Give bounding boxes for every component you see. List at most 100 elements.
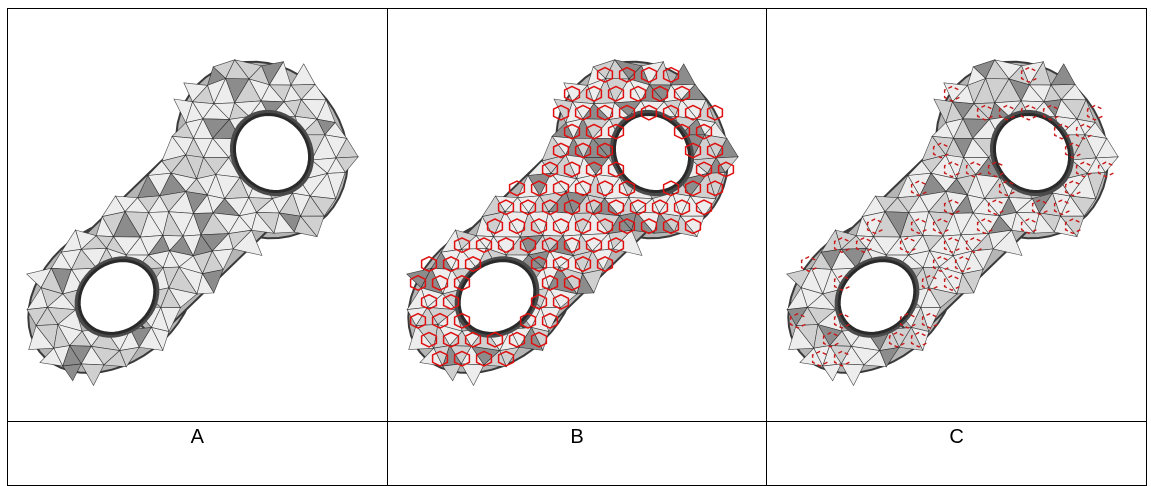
overlay-cell [574,104,592,121]
overlay-cell [541,199,559,216]
overlay-cell [409,274,427,292]
overlay-cell [442,331,460,348]
overlay-cell [464,331,482,348]
mesh-a-icon [26,59,360,387]
figure-grid: A B C [7,8,1147,486]
panel-a-cell [7,8,388,422]
overlay-cell [563,123,581,140]
panel-label-a: A [190,426,204,448]
overlay-cell [541,237,559,254]
overlay-cell [684,142,702,159]
overlay-cell [607,85,625,102]
overlay-cell [640,218,658,235]
overlay-cell [596,255,614,273]
overlay-cell [585,199,603,216]
overlay-cell [464,255,482,273]
overlay-cell [530,218,548,235]
overlay-cell [574,142,592,159]
overlay-cell [607,199,625,216]
overlay-cell [662,104,680,121]
label-cell-c: C [766,421,1147,486]
overlay-cell [431,350,449,367]
overlay-cell [684,104,702,121]
surface-shape [785,59,1119,387]
overlay-cell [596,66,614,83]
overlay-cell [662,218,680,235]
overlay-cell [607,161,625,178]
overlay-cell [651,199,669,216]
overlay-cell [453,350,471,367]
overlay-cell [530,293,548,310]
overlay-cell [673,85,691,102]
overlay-cell [420,293,438,310]
overlay-cell [596,142,614,159]
overlay-cell [508,180,526,197]
overlay-cell [596,218,614,235]
overlay-cell [453,237,471,254]
overlay-cell [442,293,460,310]
overlay-cell [651,85,669,102]
overlay-cell [596,180,614,197]
overlay-cell [629,85,647,102]
overlay-cell [629,199,647,216]
overlay-cell [717,161,735,178]
overlay-cell [552,255,570,273]
overlay-cell [497,237,515,254]
overlay-cell [618,104,636,121]
overlay-cell [607,123,625,140]
overlay-cell [563,85,581,102]
mesh-c-icon [785,59,1119,387]
overlay-cell [409,312,427,329]
panel-label-b: B [570,426,584,448]
overlay-cell [618,66,636,83]
overlay-cell [585,237,603,254]
overlay-cell [442,255,460,273]
overlay-cell [541,161,559,178]
overlay-cell [684,180,702,197]
overlay-cell [541,312,559,329]
overlay-cell [453,274,471,292]
mesh-b-icon [406,59,739,387]
label-cell-b: B [386,421,768,486]
overlay-cell [420,331,438,348]
label-cell-a: A [7,421,388,486]
overlay-cell [640,104,658,121]
overlay-cell [695,123,713,140]
label-row: A B C [7,421,1147,486]
overlay-cell [530,331,548,348]
overlay-cell [497,199,515,216]
overlay-cell [618,180,636,197]
overlay-cell [574,180,592,197]
overlay-cell [486,331,504,348]
overlay-cell [486,218,504,235]
overlay-cell [541,274,559,292]
panel-label-c: C [949,426,964,448]
surface-shape [406,59,739,387]
overlay-cell [585,123,603,140]
overlay-cell [552,180,570,197]
overlay-cell [475,237,493,254]
overlay-cell [585,161,603,178]
overlay-cell [695,199,713,216]
surface-shape [26,59,360,387]
dual-graph-overlay [409,66,735,367]
overlay-cell [508,218,526,235]
overlay-cell [552,142,570,159]
overlay-cell [552,293,570,310]
overlay-cell [431,312,449,329]
overlay-cell [706,142,724,159]
overlay-cell [607,237,625,254]
overlay-cell [684,218,702,235]
overlay-cell [706,104,724,121]
overlay-cell [552,104,570,121]
overlay-cell [673,199,691,216]
overlay-cell [497,350,515,367]
overlay-cell [574,218,592,235]
overlay-cell [519,312,537,329]
overlay-cell [563,274,581,292]
overlay-cell [530,255,548,273]
overlay-cell [420,255,438,273]
panel-b-cell [386,8,768,422]
overlay-cell [585,85,603,102]
overlay-cell [640,66,658,83]
